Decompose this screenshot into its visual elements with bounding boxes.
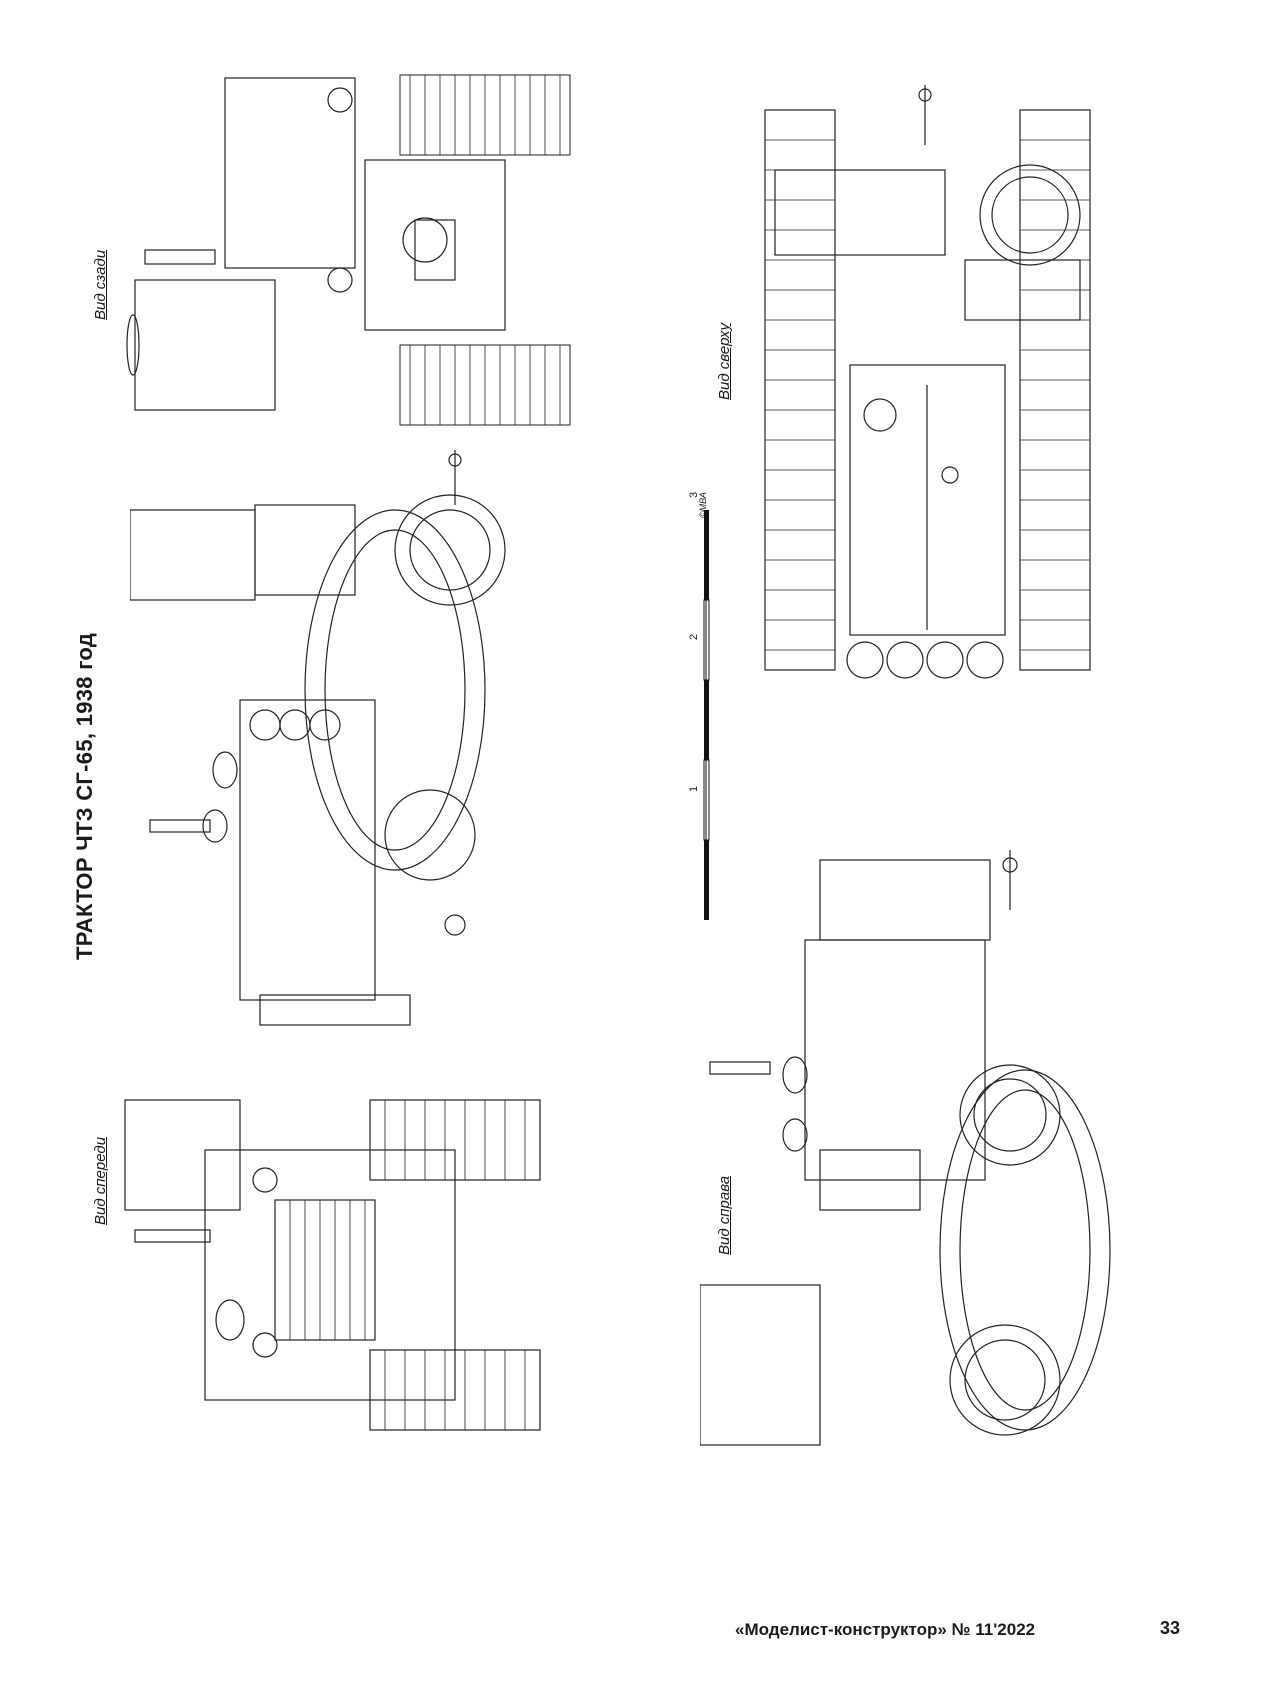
label-top-view: Вид сверху: [716, 323, 733, 400]
scale-credit: ©МВА: [698, 492, 708, 518]
scale-bar-graphic: [703, 510, 710, 920]
drawing-left-side-view: [130, 450, 560, 1070]
drawing-right-side-view: [700, 850, 1120, 1500]
drawing-front-view: [115, 1090, 545, 1440]
drawing-top-view: [755, 85, 1155, 725]
page-number: 33: [1160, 1618, 1181, 1638]
scale-tick-1: 1: [688, 785, 700, 792]
label-rear-view: Вид сзади: [92, 249, 109, 320]
drawing-rear-view: [125, 70, 595, 430]
scale-tick-2: 2: [688, 633, 700, 640]
label-front-view: Вид спереди: [92, 1136, 109, 1225]
scale-bar: 1 2 3 ©МВА: [688, 492, 740, 960]
page-title: ТРАКТОР ЧТЗ СГ-65, 1938 год: [72, 632, 97, 960]
magazine-footer: «Моделист-конструктор» № 11'2022: [735, 1620, 1036, 1639]
